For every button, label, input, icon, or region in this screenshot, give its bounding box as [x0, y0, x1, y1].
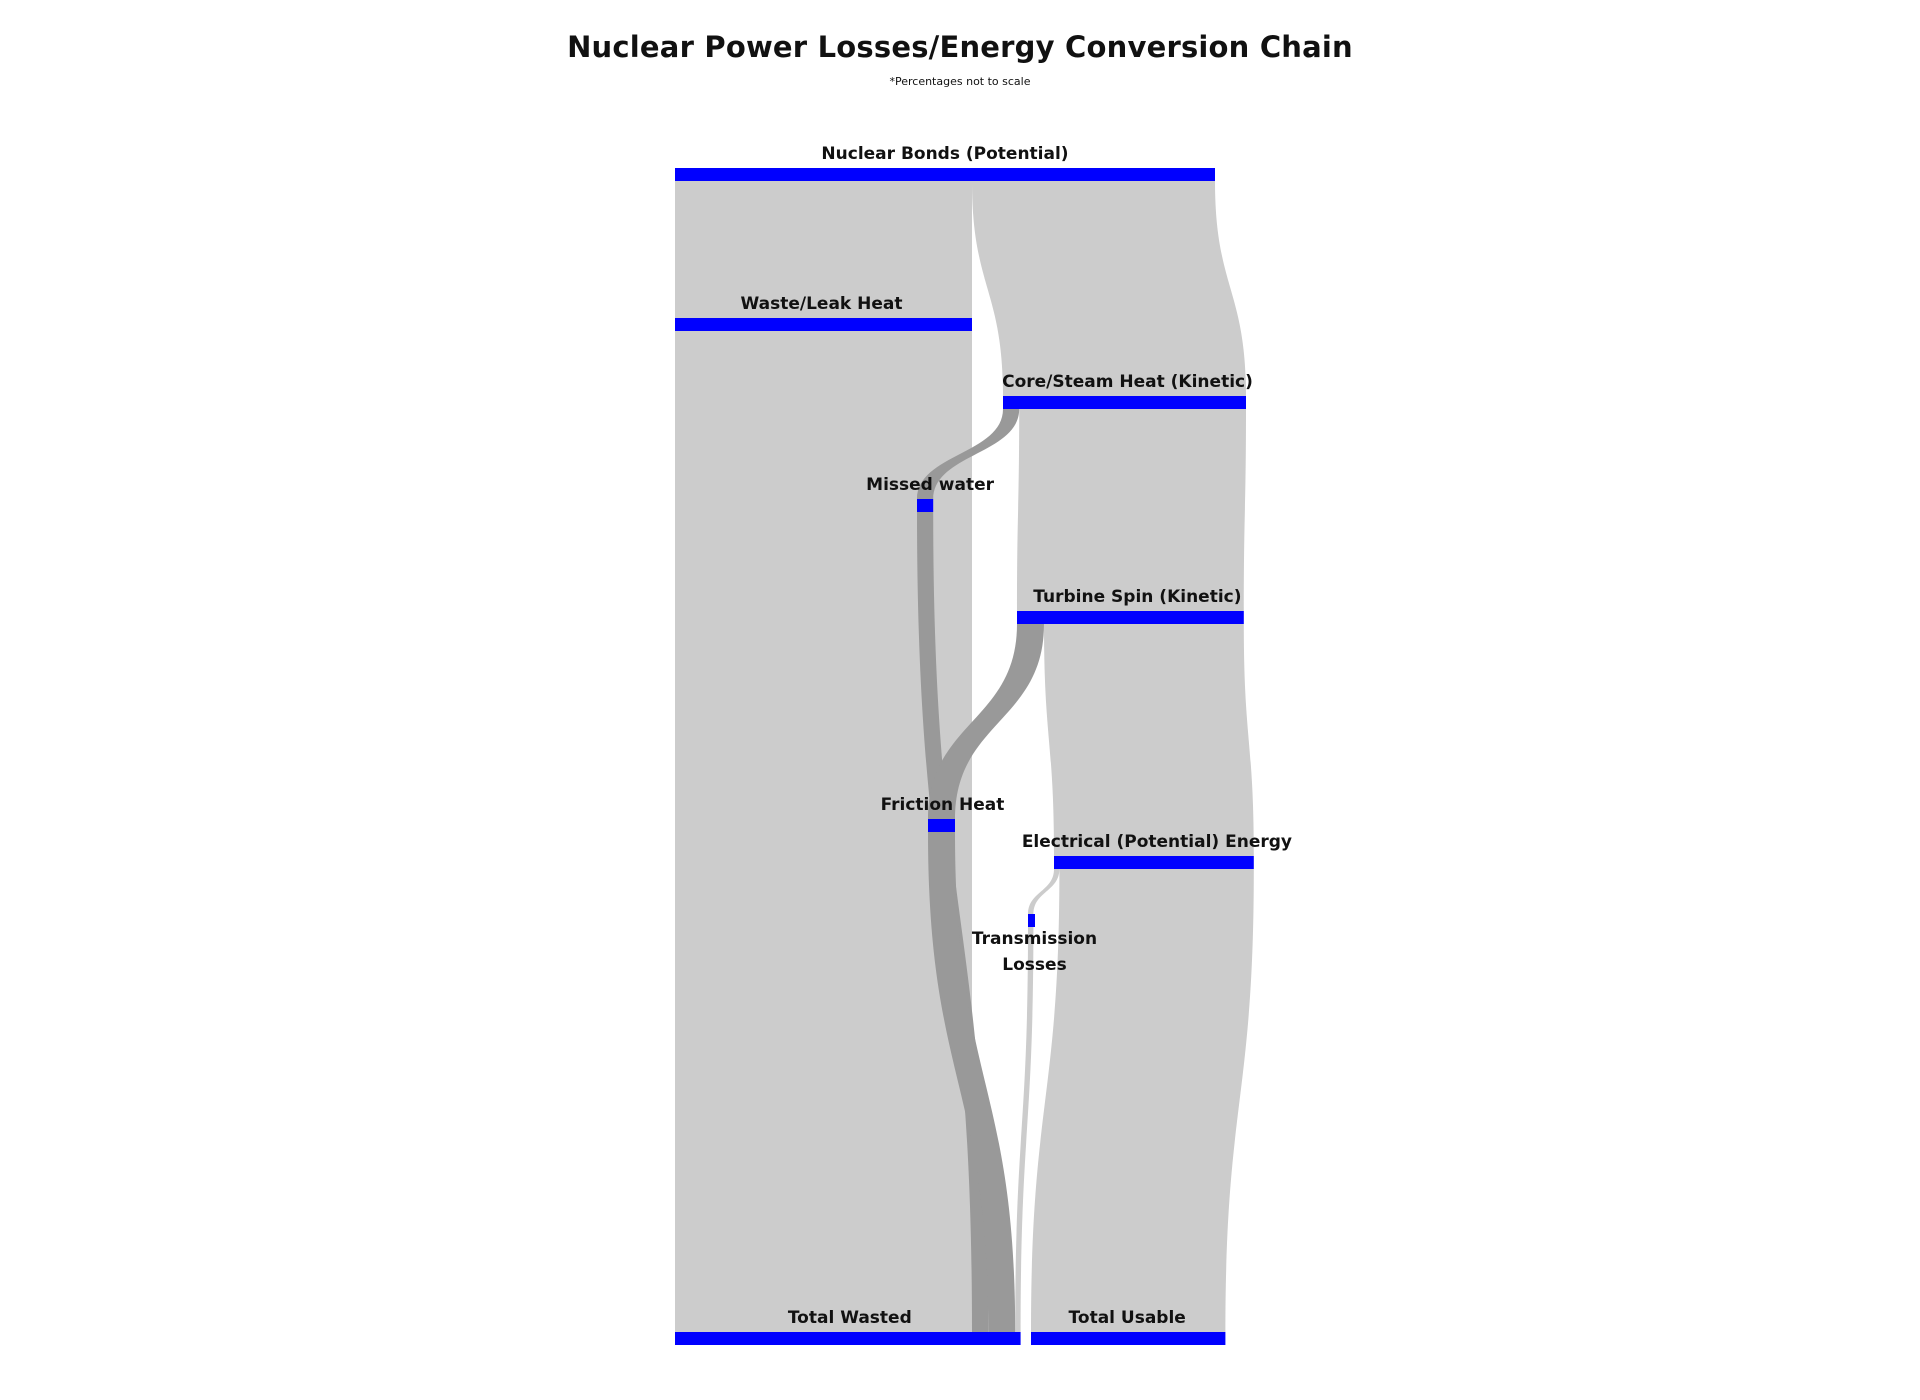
- node-total_usable: [1031, 1332, 1226, 1345]
- labels-layer: Nuclear Bonds (Potential) Waste/Leak Heat…: [740, 144, 1291, 1328]
- node-label-waste: Waste/Leak Heat: [740, 294, 902, 314]
- link-nuclear-to-core: [972, 181, 1246, 396]
- node-turbine: [1017, 611, 1244, 624]
- node-transmission: [1028, 914, 1035, 927]
- node-total_wasted: [675, 1332, 1021, 1345]
- link-core-to-turbine: [1017, 409, 1246, 611]
- link-electrical-to-transmission: [1028, 869, 1060, 914]
- diagram-subtitle: *Percentages not to scale: [889, 75, 1031, 88]
- node-label-core: Core/Steam Heat (Kinetic): [1002, 372, 1253, 392]
- node-label-electrical: Electrical (Potential) Energy: [1022, 832, 1292, 852]
- node-label-missed: Missed water: [866, 475, 994, 495]
- diagram-title: Nuclear Power Losses/Energy Conversion C…: [567, 30, 1353, 64]
- link-waste-to-total_wasted: [675, 331, 972, 1332]
- node-label-nuclear: Nuclear Bonds (Potential): [821, 144, 1068, 164]
- nodes-layer: [675, 168, 1254, 1345]
- link-transmission-to-total_wasted: [1015, 927, 1034, 1332]
- node-label-total_usable: Total Usable: [1069, 1308, 1186, 1328]
- link-turbine-to-friction: [928, 624, 1044, 819]
- node-friction: [928, 819, 955, 832]
- link-electrical-to-total_usable: [1031, 869, 1254, 1332]
- node-core: [1003, 396, 1246, 409]
- node-label-friction: Friction Heat: [881, 795, 1005, 815]
- node-electrical: [1054, 856, 1254, 869]
- link-core-to-missed: [917, 409, 1020, 499]
- node-nuclear: [675, 168, 1215, 181]
- node-missed: [917, 499, 934, 512]
- node-label-total_wasted: Total Wasted: [788, 1308, 912, 1328]
- node-label-turbine: Turbine Spin (Kinetic): [1033, 587, 1241, 607]
- link-friction-to-total_wasted: [928, 832, 1016, 1332]
- link-nuclear-to-waste: [675, 181, 972, 318]
- link-turbine-to-electrical: [1044, 624, 1254, 856]
- links-layer: [675, 181, 1254, 1332]
- node-waste: [675, 318, 972, 331]
